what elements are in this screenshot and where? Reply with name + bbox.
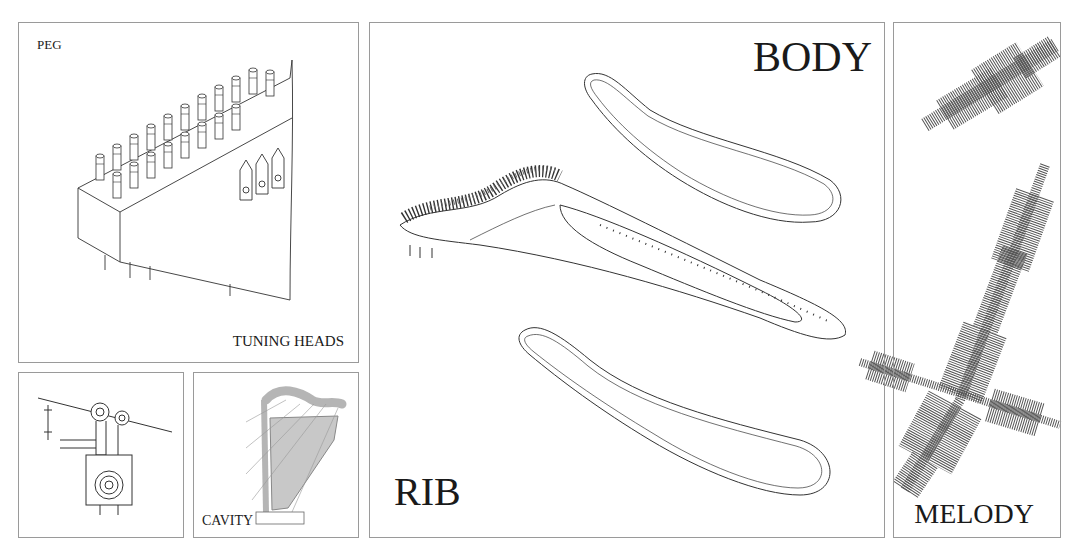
peg (130, 162, 138, 188)
tuning-head-pin (243, 187, 249, 193)
peg (181, 104, 189, 130)
cavity-drawing (246, 391, 342, 524)
peg-drawing (78, 60, 293, 300)
panel-title: BODY (751, 35, 874, 79)
panel-title: TUNING HEADS (231, 333, 346, 350)
mechanism-spool (95, 471, 123, 499)
mechanism-spool (100, 476, 118, 494)
wave-band (870, 365, 910, 378)
underside-pins (105, 255, 230, 296)
mechanism-disc (115, 411, 129, 425)
frame-brace (470, 205, 555, 240)
peg (198, 94, 206, 120)
mechanism-bracket (44, 405, 52, 440)
rib-outline (519, 328, 830, 495)
melody-panel: MELODY (893, 22, 1061, 538)
peg-board-edge (290, 60, 293, 300)
wave-band (960, 330, 985, 395)
wave-band (985, 250, 1015, 330)
peg (249, 68, 257, 94)
tuning-heads (240, 148, 284, 200)
peg (130, 134, 138, 160)
body-panel: BODY RIB (369, 22, 885, 538)
peg (266, 70, 274, 96)
peg (113, 172, 121, 198)
mechanism-line (38, 398, 172, 432)
harp-column (264, 400, 266, 512)
wave-band (990, 405, 1040, 420)
peg (147, 124, 155, 150)
peg (198, 122, 206, 148)
mechanism-rod (60, 421, 118, 455)
tuning-head (240, 148, 284, 200)
peg (232, 76, 240, 102)
wave-band (945, 82, 1000, 115)
wave-band (925, 405, 955, 460)
peg (215, 113, 223, 139)
rib-inner (525, 334, 822, 488)
wave-band (905, 165, 1045, 490)
wave-band (925, 45, 1055, 125)
panel-title: MELODY (912, 499, 1036, 529)
peg-board-side (78, 188, 290, 300)
peg (215, 85, 223, 111)
peg (164, 114, 172, 140)
peg (147, 152, 155, 178)
peg (181, 132, 189, 158)
wave-band (905, 460, 925, 490)
neck-pegs (404, 171, 560, 218)
body-shell-inner (591, 80, 833, 215)
neck-pegs (430, 169, 556, 208)
mechanism-disc (91, 403, 109, 421)
peg (113, 144, 121, 170)
peg-row (113, 104, 240, 198)
panel-title: PEG (35, 37, 64, 52)
mechanism-foot (100, 505, 118, 515)
mechanism-disc (96, 408, 104, 416)
mechanism-spool (105, 481, 113, 489)
body-shell (585, 73, 841, 222)
peg-board-top (78, 60, 292, 212)
peg (164, 142, 172, 168)
tuning-head-pin (259, 181, 265, 187)
panel-title: CAVITY (200, 513, 255, 529)
panel-title: RIB (392, 471, 463, 513)
frame-pins (410, 245, 432, 258)
wave-band (1020, 46, 1055, 68)
peg (232, 104, 240, 130)
peg (96, 154, 104, 180)
peg-panel: PEG TUNING HEADS (18, 22, 359, 363)
frame-hole (560, 205, 802, 322)
harp-neck (266, 391, 342, 404)
mechanism-box (86, 455, 132, 505)
tuning-head-pin (275, 175, 281, 181)
mechanism-disc (119, 415, 125, 421)
cavity-panel: CAVITY (193, 372, 359, 538)
wave-band (860, 362, 1060, 425)
harp-strings (246, 400, 338, 512)
harp-base (256, 512, 304, 524)
waveform (860, 45, 1060, 490)
body-drawing (400, 73, 846, 495)
string-holes (600, 225, 830, 322)
empty-panel (19, 373, 184, 538)
mechanism-drawing (38, 398, 172, 515)
